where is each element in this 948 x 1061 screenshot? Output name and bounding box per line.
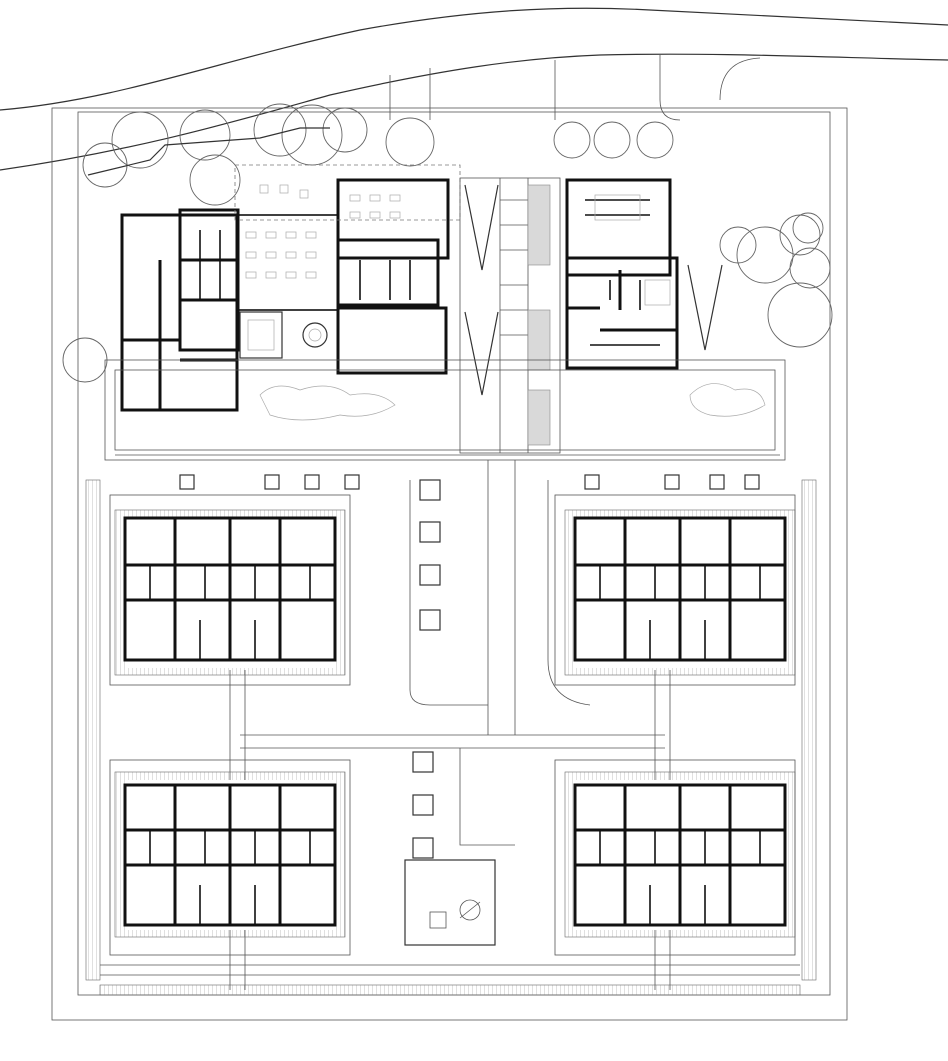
residential-block-se [564, 771, 796, 938]
residential-block-ne [564, 509, 796, 676]
garden-path [87, 127, 330, 176]
street-access [389, 55, 761, 121]
planters [179, 474, 760, 859]
residential-block-sw [114, 771, 346, 938]
central-passage [459, 177, 723, 454]
block-frames [100, 494, 800, 976]
residential-block-nw [114, 509, 346, 676]
trees [62, 103, 833, 383]
building-north-east [565, 178, 679, 370]
playground [404, 859, 496, 946]
terrace-strip [104, 359, 786, 461]
perimeter-hatch [85, 479, 817, 996]
road-edges [0, 7, 948, 171]
building-north-west [120, 164, 461, 412]
